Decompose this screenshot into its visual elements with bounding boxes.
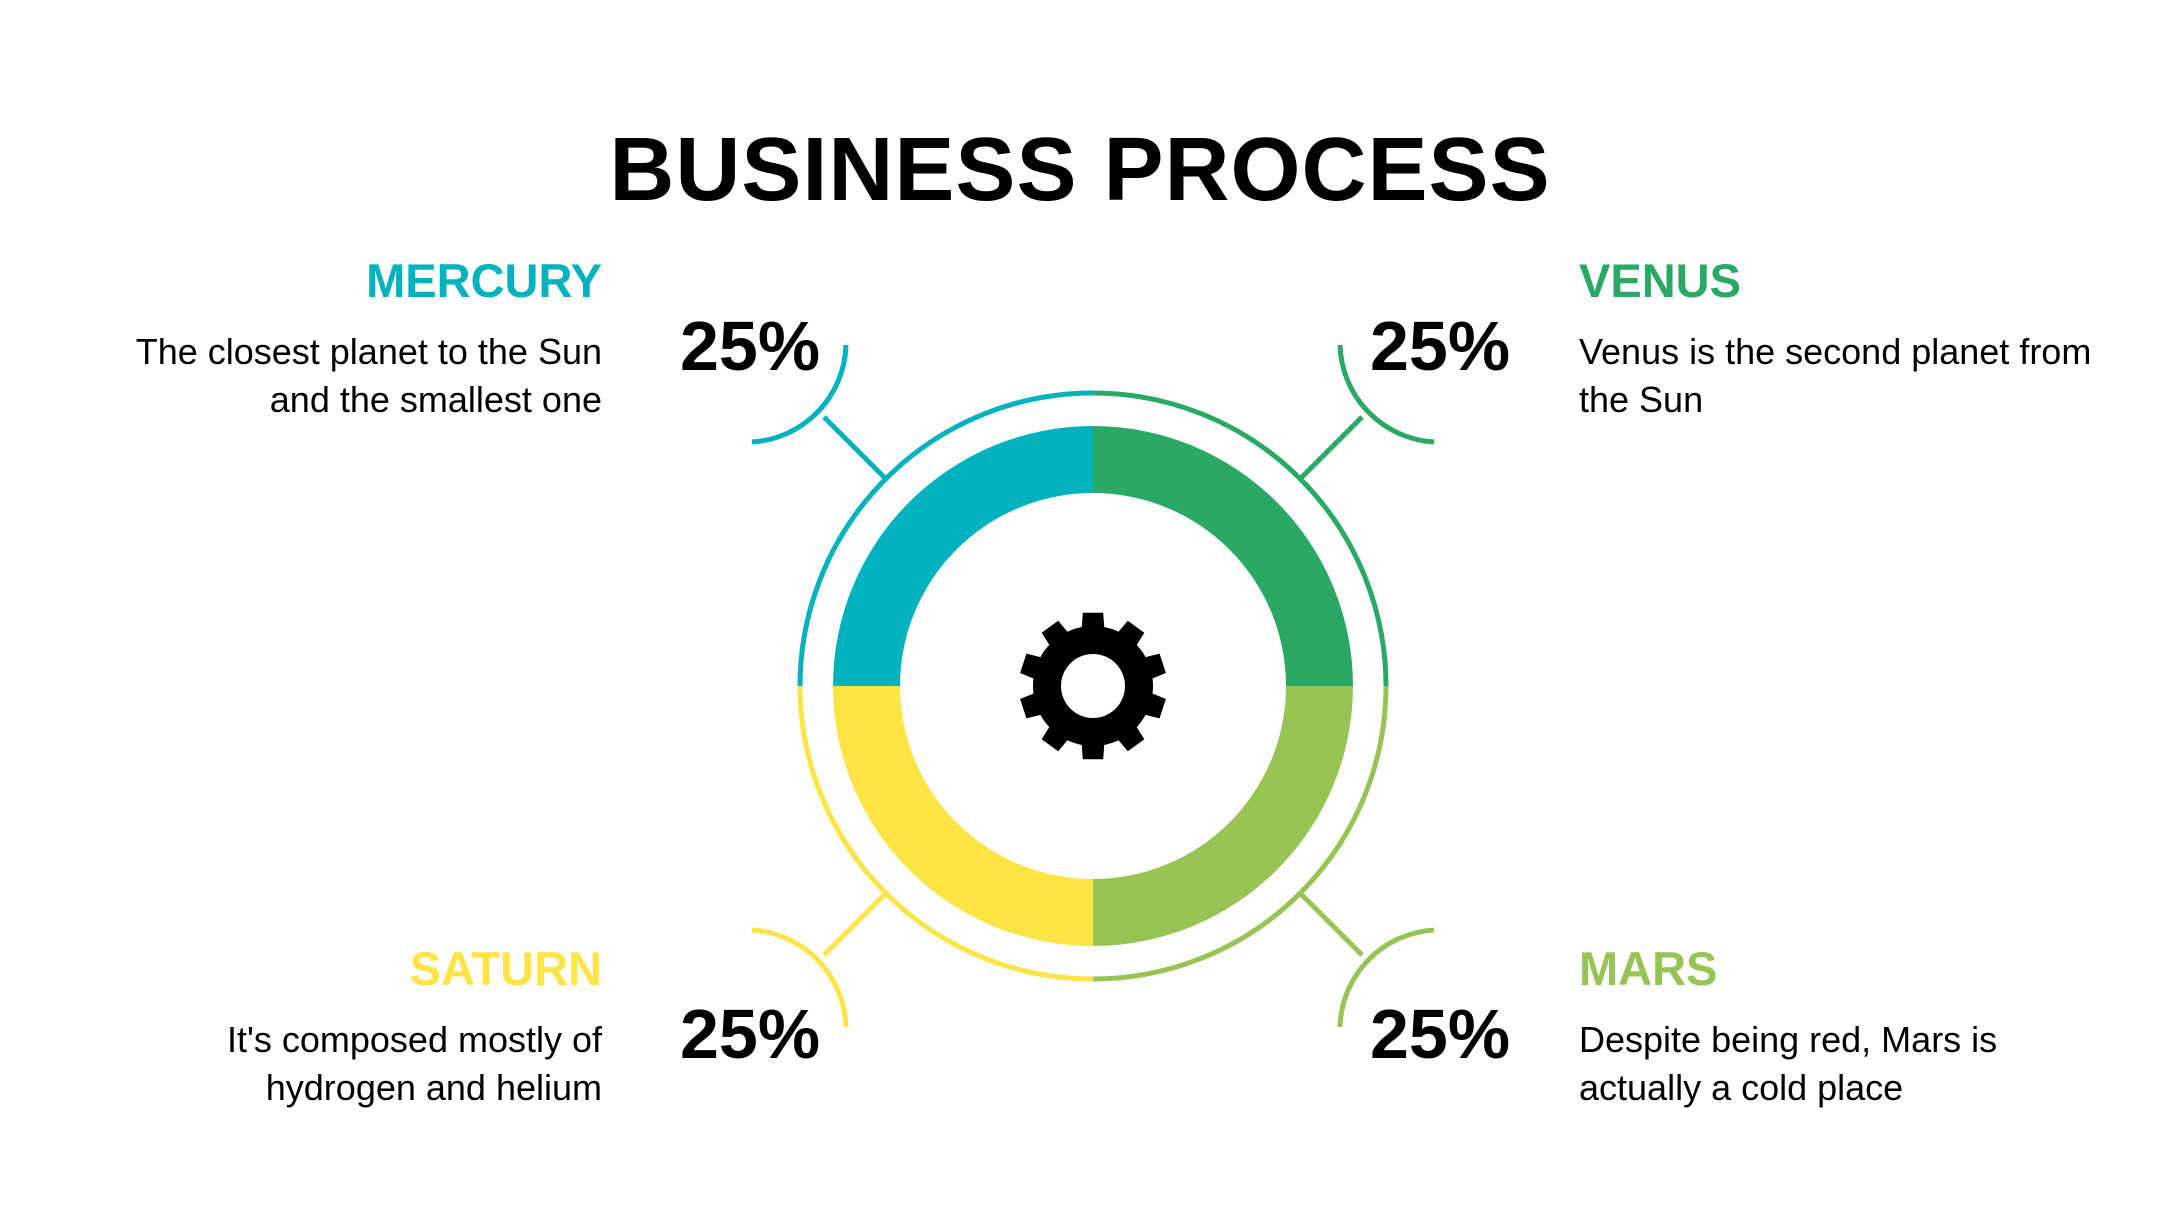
connector-mercury xyxy=(822,415,887,480)
segment-saturn xyxy=(833,686,1093,946)
outer-ring-venus xyxy=(1092,390,1389,687)
mars-description: Despite being red, Mars is actually a co… xyxy=(1579,1019,1998,1108)
callout-arc-mercury xyxy=(751,344,849,445)
gear-icon xyxy=(1020,612,1166,760)
callout-arc-venus xyxy=(1337,344,1435,445)
venus-description: Venus is the second planet from the Sun xyxy=(1579,331,2092,420)
callout-arc-saturn xyxy=(751,927,849,1028)
mercury-heading: MERCURY xyxy=(366,254,602,307)
outer-ring-mercury xyxy=(797,390,1094,687)
mars-percent: 25% xyxy=(1370,995,1511,1073)
venus-heading: VENUS xyxy=(1579,254,1741,307)
page-title: BUSINESS PROCESS xyxy=(609,120,1551,220)
venus-percent: 25% xyxy=(1370,307,1511,385)
saturn-heading: SATURN xyxy=(409,942,602,995)
outer-ring-saturn xyxy=(797,685,1094,982)
saturn-description: It's composed mostly of hydrogen and hel… xyxy=(226,1019,602,1108)
segment-venus xyxy=(1093,426,1353,686)
connector-venus xyxy=(1299,415,1364,480)
connector-mars xyxy=(1299,892,1364,957)
mercury-description: The closest planet to the Sun and the sm… xyxy=(135,331,602,420)
segment-mercury xyxy=(833,426,1093,686)
outer-ring-mars xyxy=(1092,685,1389,982)
mercury-percent: 25% xyxy=(680,307,821,385)
connector-saturn xyxy=(822,892,887,957)
saturn-percent: 25% xyxy=(680,995,821,1073)
segment-mars xyxy=(1093,686,1353,946)
callout-arc-mars xyxy=(1337,927,1435,1028)
mars-heading: MARS xyxy=(1579,942,1718,995)
gear-shape xyxy=(1020,612,1166,760)
